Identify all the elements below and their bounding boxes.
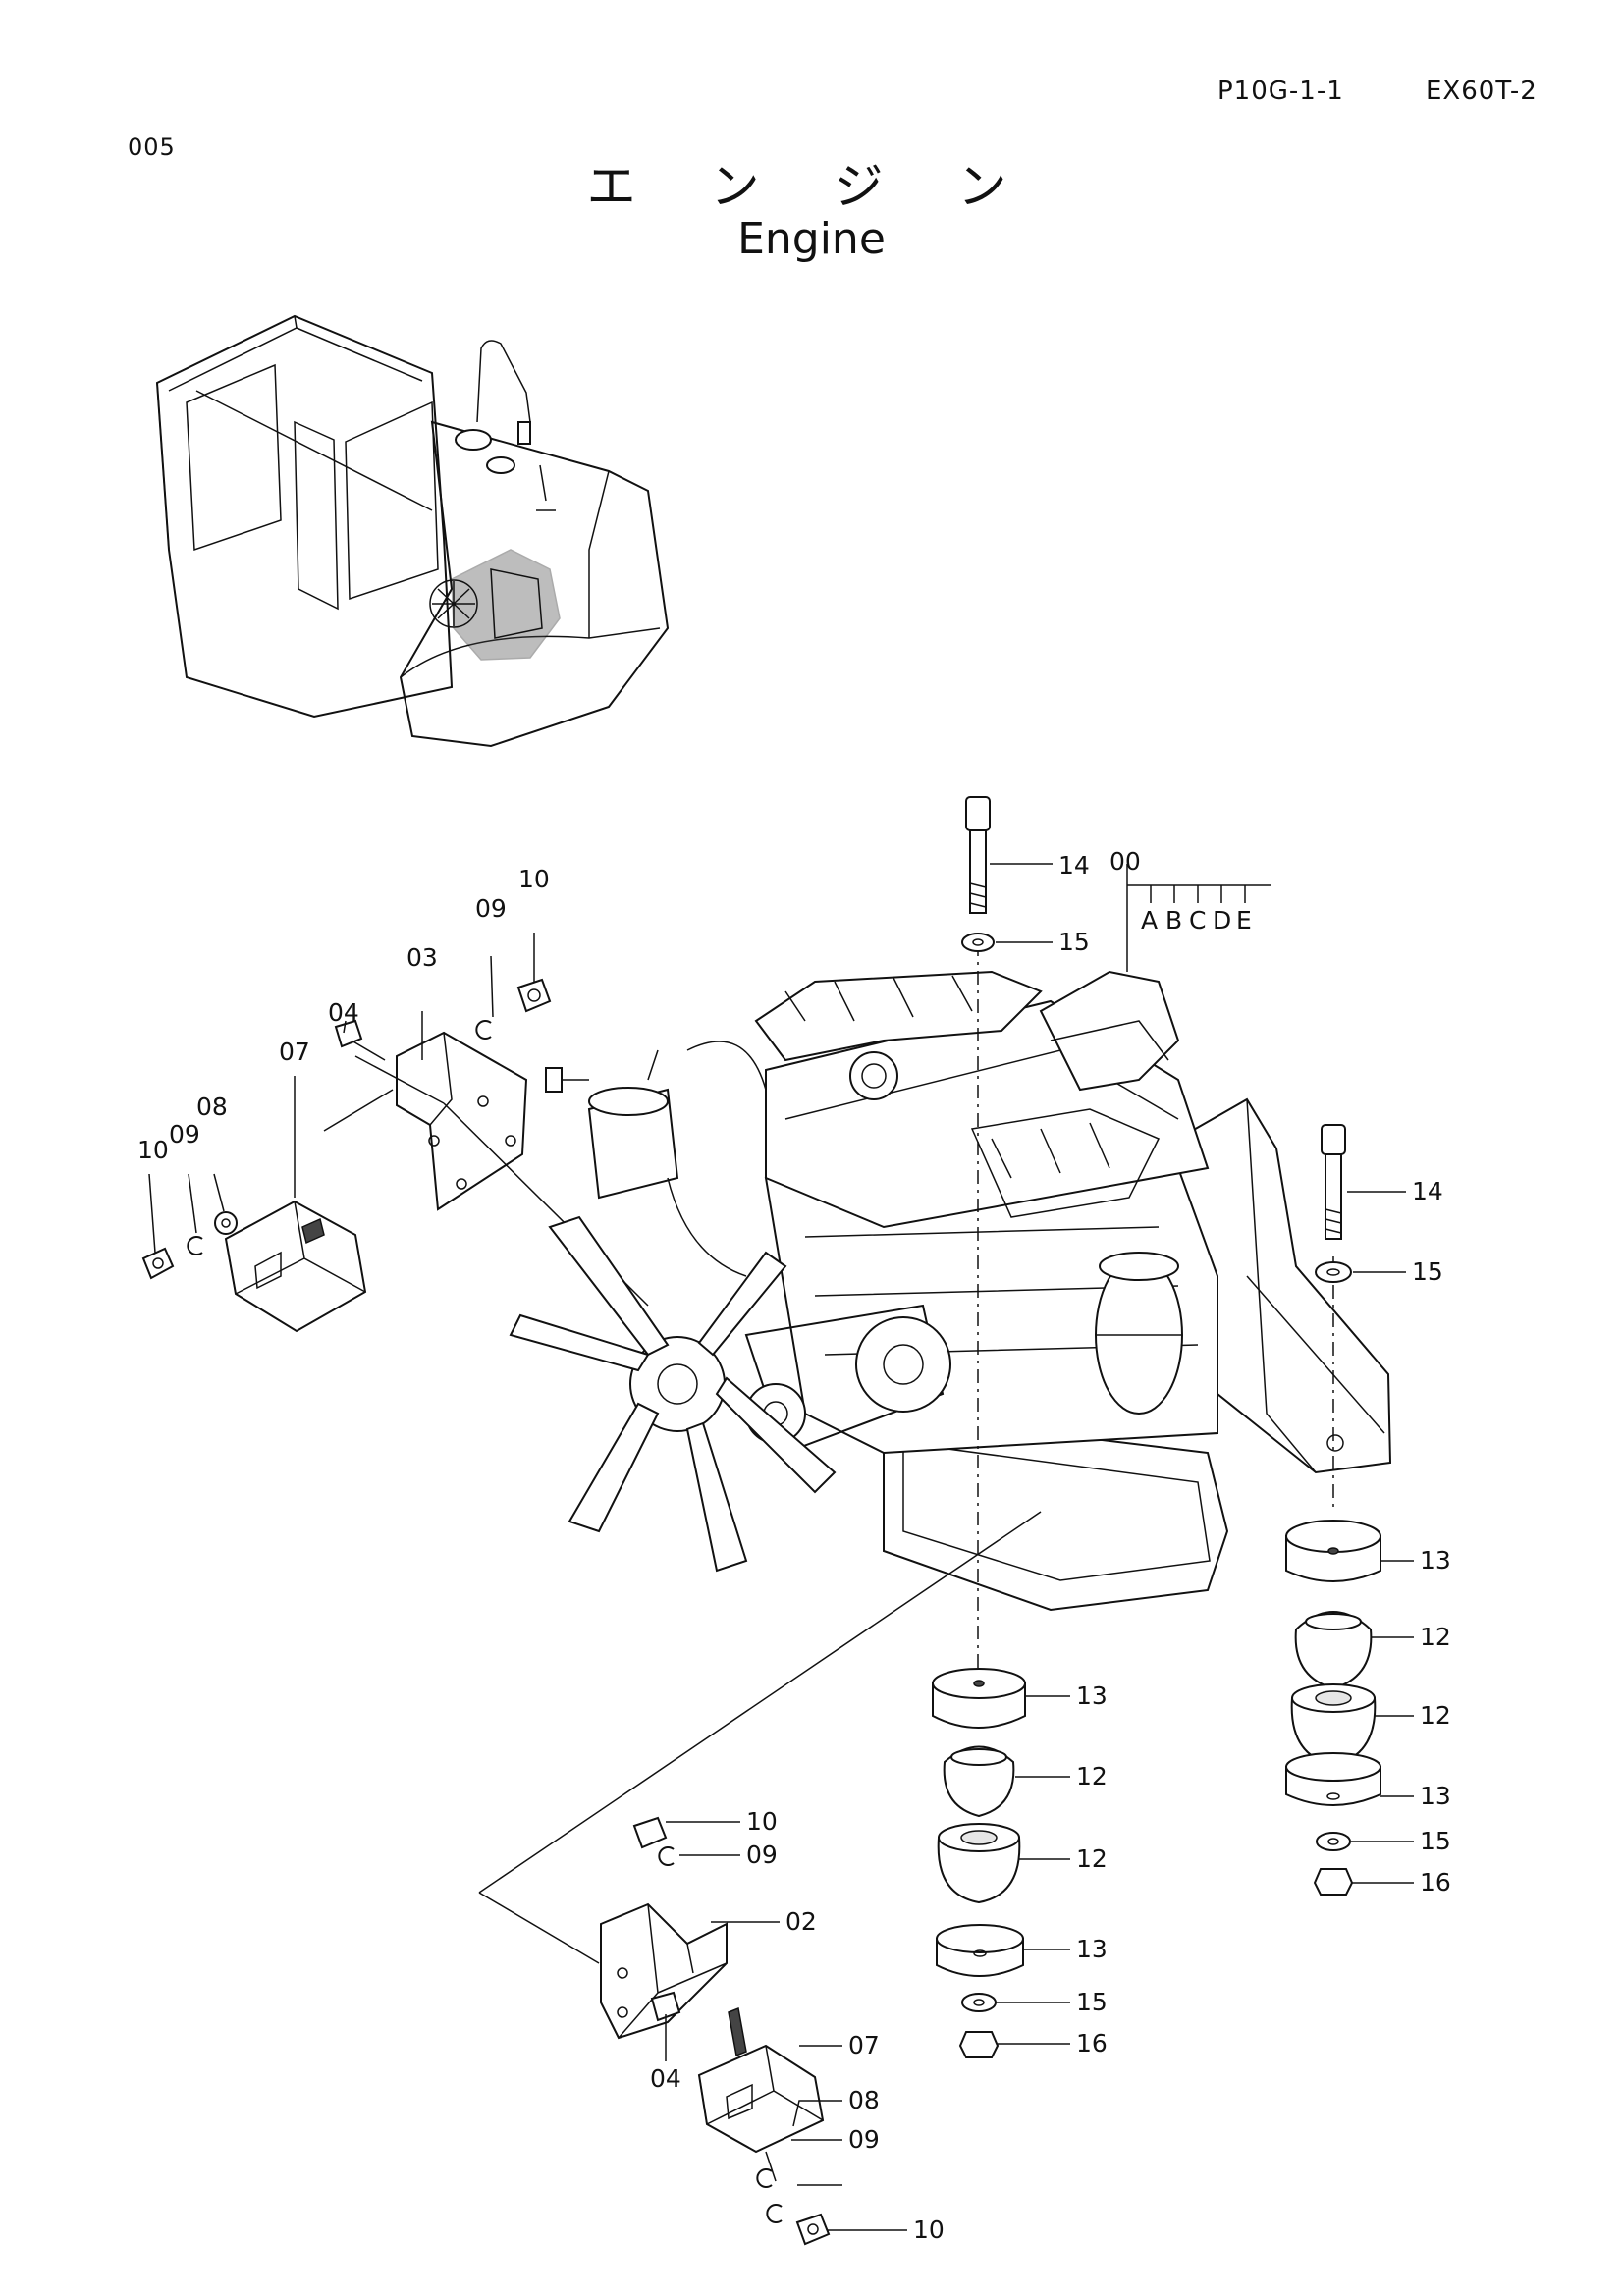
engine-assembly-icon (509, 970, 1392, 1612)
callout-09-lower-top: 09 (746, 1841, 778, 1869)
variant-a: A (1141, 906, 1158, 934)
callout-15-top: 15 (1058, 928, 1090, 956)
callout-07-upper: 07 (279, 1038, 310, 1066)
callout-04-lower: 04 (650, 2064, 681, 2093)
leader-lines (148, 863, 1414, 2231)
callout-15-right-bottom: 15 (1420, 1827, 1451, 1855)
callout-14-top: 14 (1058, 851, 1090, 880)
callout-09-upper: 09 (475, 894, 507, 923)
callout-07-lower: 07 (848, 2031, 880, 2059)
callout-15-right: 15 (1412, 1257, 1443, 1286)
callout-16-right: 16 (1420, 1868, 1451, 1896)
callout-03: 03 (406, 943, 438, 972)
callout-16-center: 16 (1076, 2029, 1108, 2057)
callout-13-center-top: 13 (1076, 1682, 1108, 1710)
callout-04-upper: 04 (328, 998, 359, 1027)
variant-e: E (1236, 906, 1252, 934)
callout-00: 00 (1109, 847, 1141, 876)
page-number: 005 (128, 133, 176, 161)
model-code: EX60T-2 (1426, 77, 1538, 106)
lower-bracket-group (478, 1511, 1042, 2246)
callout-14-right: 14 (1412, 1177, 1443, 1205)
title-english: Engine (737, 214, 886, 264)
variant-c: C (1189, 906, 1206, 934)
mount-bracket-icon (141, 978, 649, 1333)
callout-10-lower: 10 (913, 2216, 945, 2244)
callout-08-upper: 08 (196, 1093, 228, 1121)
title-japanese: エ ン ジ ン (586, 158, 1037, 215)
callout-10-left: 10 (137, 1136, 169, 1164)
callout-15-center: 15 (1076, 1988, 1108, 2016)
callout-02: 02 (785, 1907, 817, 1936)
callout-10-lower-top: 10 (746, 1807, 778, 1836)
callout-12-center-a: 12 (1076, 1762, 1108, 1790)
callout-12-center-b: 12 (1076, 1844, 1108, 1873)
callout-12-right-b: 12 (1420, 1701, 1451, 1730)
callout-13-right-top: 13 (1420, 1546, 1451, 1575)
callout-13-center-bottom: 13 (1076, 1935, 1108, 1963)
page-code: P10G-1-1 (1217, 77, 1344, 106)
variant-b: B (1165, 906, 1182, 934)
callout-09-left: 09 (169, 1120, 200, 1148)
rubber-mount-icon (932, 796, 1381, 2058)
excavator-locator-icon (155, 314, 670, 748)
callout-10-upper: 10 (518, 865, 550, 893)
callout-12-right-a: 12 (1420, 1623, 1451, 1651)
callout-08-lower: 08 (848, 2086, 880, 2114)
callout-13-right-bottom: 13 (1420, 1782, 1451, 1810)
callout-09-lower: 09 (848, 2125, 880, 2154)
variant-d: D (1213, 906, 1231, 934)
